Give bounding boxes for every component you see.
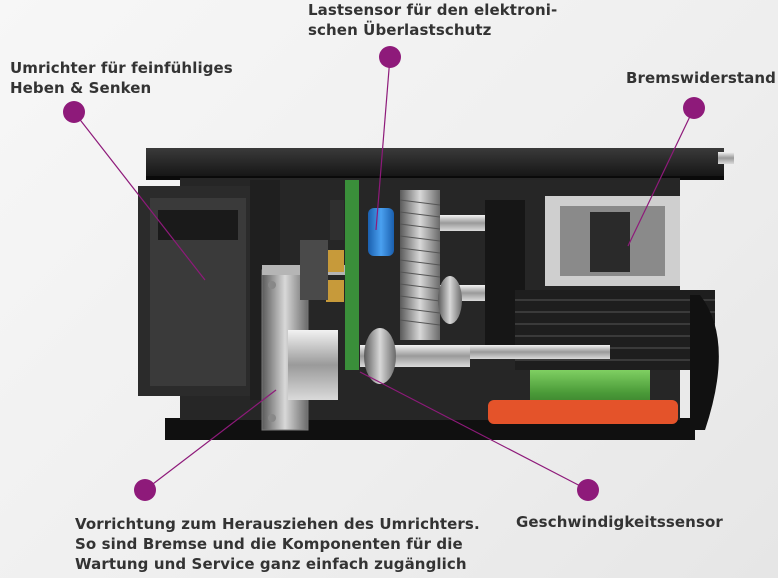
pcb-component (330, 200, 344, 240)
marker-bremswiderstand (683, 97, 705, 119)
callout-lastsensor: Lastsensor für den elektroni- schen Über… (308, 0, 557, 40)
pcb-component (326, 280, 344, 302)
leader-bremswiderstand (627, 107, 695, 247)
marker-lastsensor (379, 46, 401, 68)
brake-resistor-element (590, 212, 630, 272)
load-sensor-body (368, 208, 394, 256)
leader-umrichter (73, 111, 206, 281)
callout-line: Bremswiderstand (626, 69, 777, 87)
leader-lastsensor (375, 56, 391, 231)
leader-vorrichtung (144, 389, 277, 491)
callout-markers (63, 46, 705, 501)
inverter-unit (138, 180, 280, 400)
callout-umrichter: Umrichter für feinfühliges Heben & Senke… (10, 58, 233, 98)
motor-shaft (470, 345, 610, 359)
callout-line: Umrichter für feinfühliges (10, 59, 233, 77)
inverter-top-slot (158, 210, 238, 240)
brake-resistor (545, 196, 680, 286)
marker-geschwindigkeit (577, 479, 599, 501)
callout-geschwindigkeit: Geschwindigkeitssensor (516, 512, 723, 532)
callout-leaders (73, 56, 695, 491)
load-sensor (368, 208, 394, 256)
motor-end-cap (690, 295, 719, 430)
pcb-component (300, 240, 328, 300)
leader-geschwindigkeit (359, 371, 589, 491)
callout-vorrichtung: Vorrichtung zum Herausziehen des Umricht… (75, 514, 480, 574)
callout-line: schen Überlastschutz (308, 21, 492, 39)
marker-vorrichtung (134, 479, 156, 501)
pcb-component (326, 250, 344, 272)
callout-line: Vorrichtung zum Herausziehen des Umricht… (75, 515, 480, 533)
top-cover (146, 148, 724, 178)
callout-line: Lastsensor für den elektroni- (308, 1, 558, 19)
motor-brake-ring (488, 400, 678, 424)
gearbox (360, 190, 525, 384)
control-electronics (300, 180, 359, 370)
callout-line: Wartung und Service ganz einfach zugängl… (75, 555, 467, 573)
gear-wheel (364, 328, 396, 384)
electric-motor (470, 290, 719, 430)
slide-bolt (268, 281, 276, 289)
callout-line: Heben & Senken (10, 79, 152, 97)
callout-bremswiderstand: Bremswiderstand (626, 68, 776, 88)
gear-wheel (438, 276, 462, 324)
pcb-board (345, 180, 359, 370)
marker-umrichter (63, 101, 85, 123)
slide-bolt (268, 414, 276, 422)
top-shaft-pin (718, 152, 734, 164)
brake-housing (288, 330, 338, 400)
callout-line: So sind Bremse und die Komponenten für d… (75, 535, 463, 553)
callout-line: Geschwindigkeitssensor (516, 513, 723, 531)
